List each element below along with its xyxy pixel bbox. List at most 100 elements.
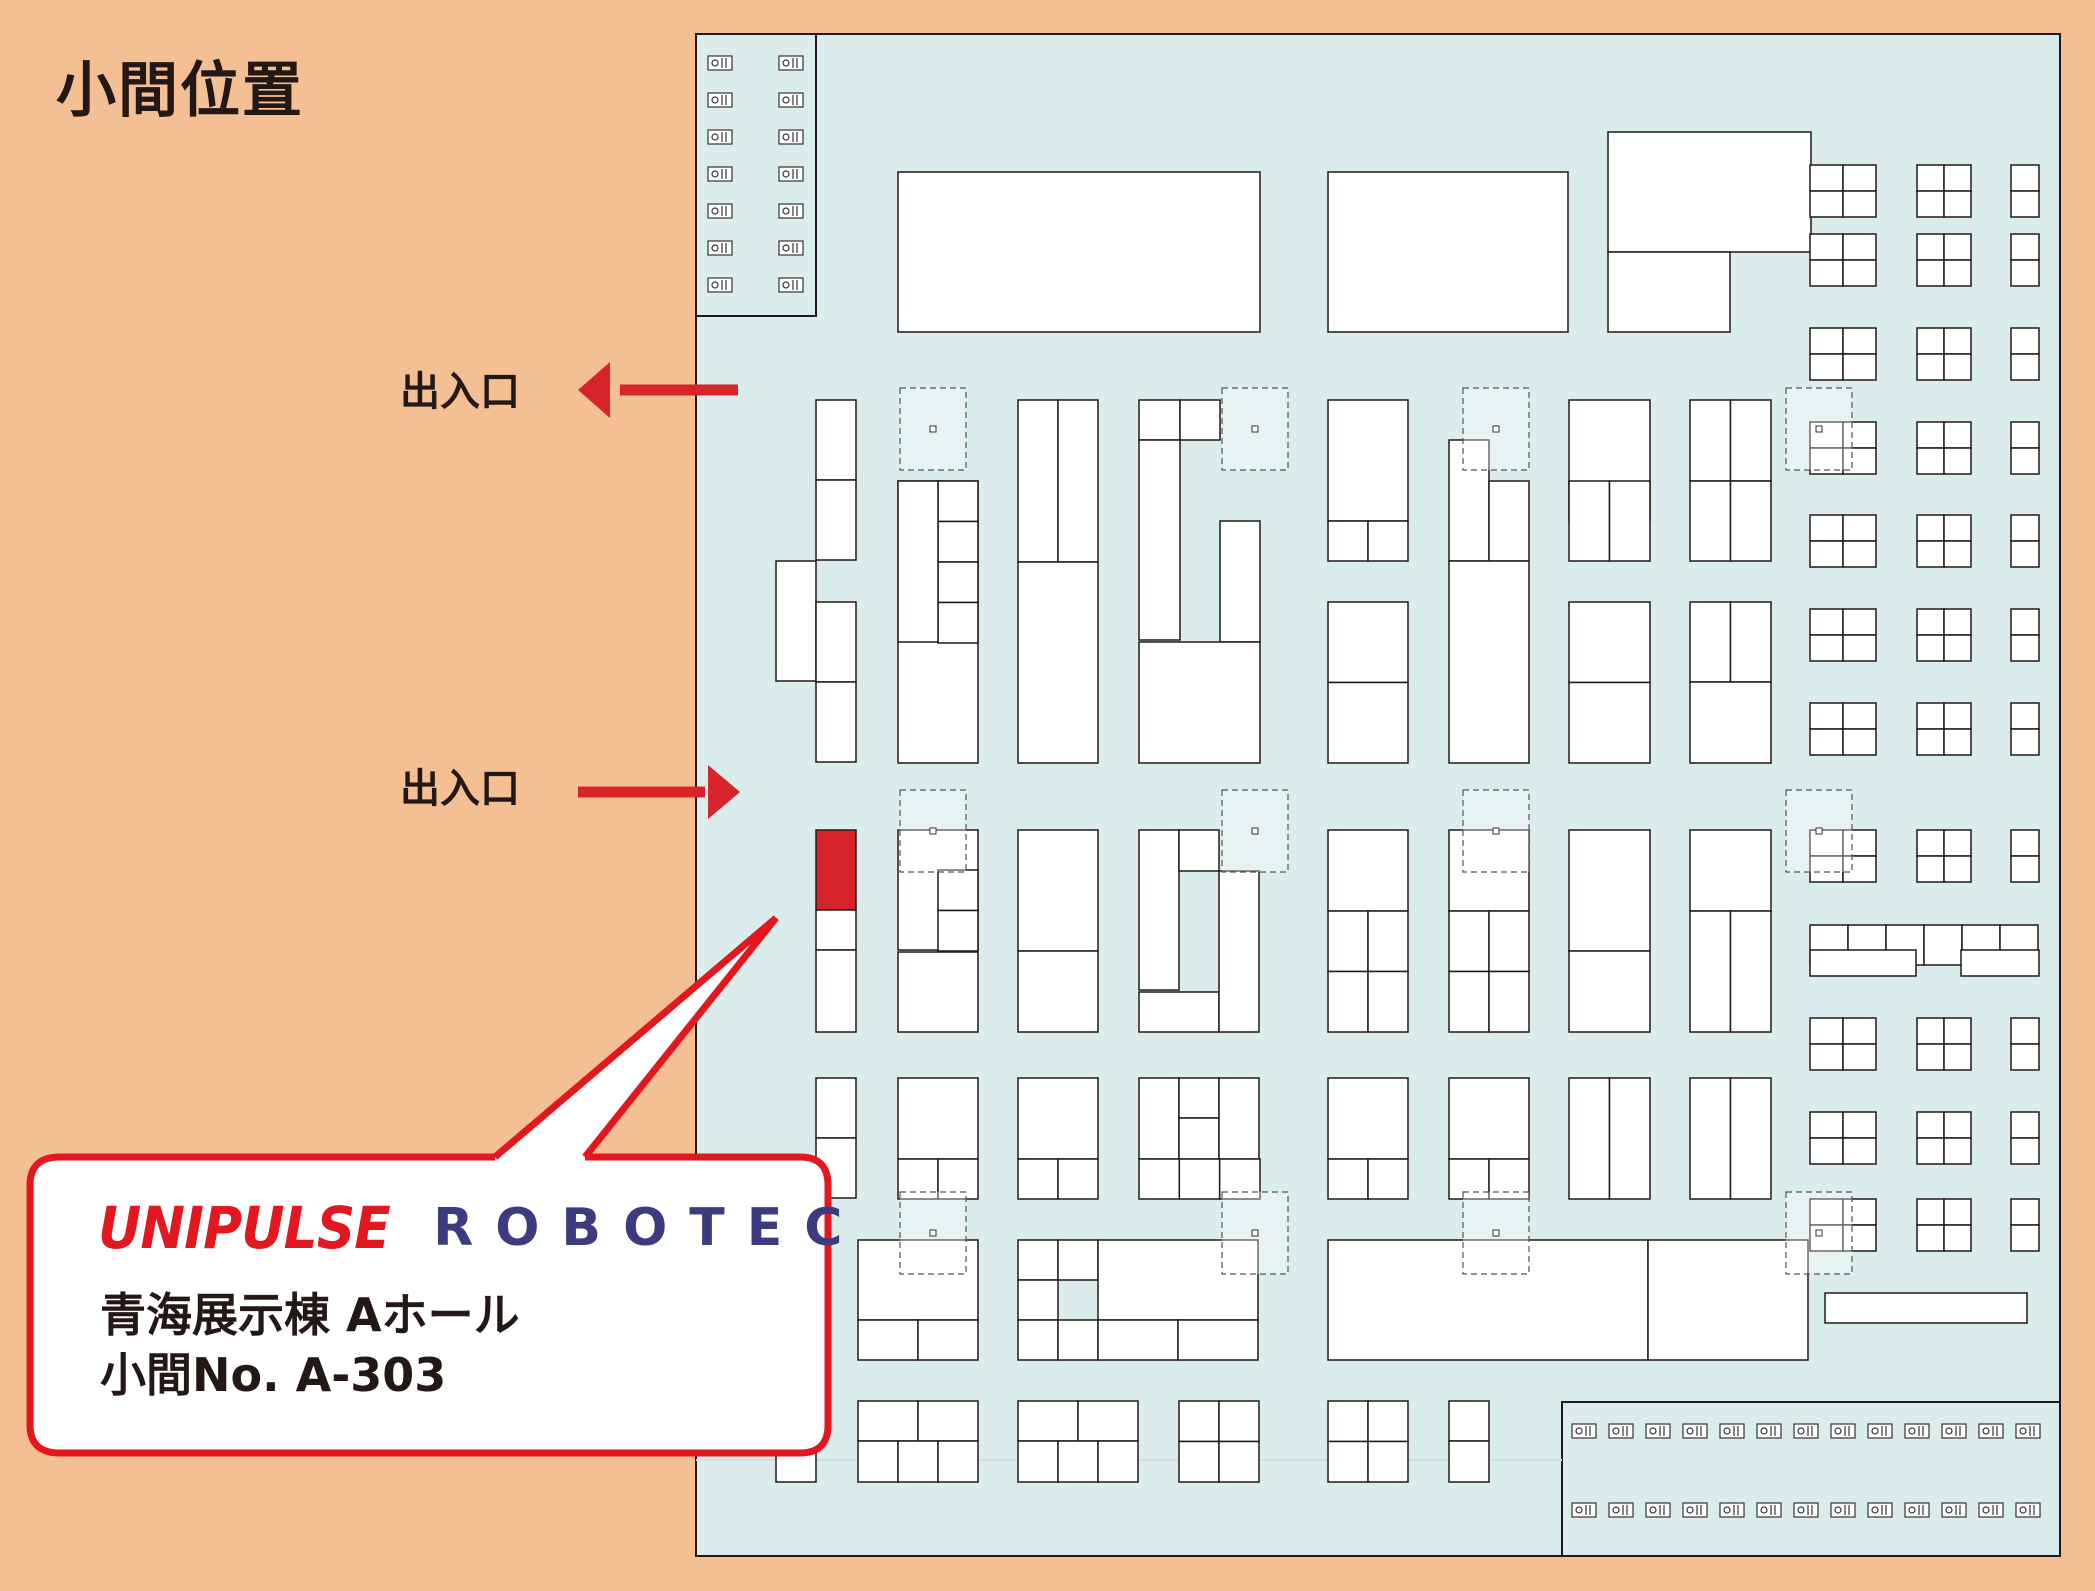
booth — [1809, 1137, 1844, 1165]
booth — [1607, 131, 1812, 253]
booth — [1689, 480, 1732, 562]
restroom-icon — [1645, 1423, 1671, 1439]
booth — [2010, 353, 2040, 381]
booth — [1943, 1111, 1972, 1139]
restroom-icon — [778, 203, 804, 219]
booth — [897, 480, 939, 643]
booth — [1809, 1043, 1844, 1071]
restroom-icon — [778, 92, 804, 108]
booth — [2010, 702, 2040, 730]
booth — [1218, 870, 1260, 1033]
booth — [815, 909, 857, 951]
booth — [1138, 1077, 1180, 1160]
booth — [1017, 1077, 1099, 1160]
booth — [1097, 1239, 1259, 1321]
booth-number: 小間No. A-303 — [100, 1348, 447, 1402]
booth — [1448, 560, 1530, 764]
booth — [1017, 1319, 1059, 1361]
booth — [1809, 634, 1844, 662]
booth — [1689, 399, 1732, 482]
booth — [1809, 728, 1844, 756]
booth — [1607, 251, 1731, 333]
booth — [1568, 950, 1651, 1033]
booth — [1842, 327, 1877, 355]
booth — [1488, 480, 1530, 562]
booth — [1842, 728, 1877, 756]
restroom-icon — [1608, 1502, 1634, 1518]
booth — [1809, 327, 1844, 355]
booth — [1916, 259, 1945, 287]
booth — [1842, 1043, 1877, 1071]
pillar-core — [1492, 425, 1500, 433]
restroom-icon — [1904, 1502, 1930, 1518]
booth — [1327, 1158, 1369, 1200]
restroom-icon — [707, 92, 733, 108]
booth — [1842, 1137, 1877, 1165]
booth — [1017, 1239, 1059, 1281]
booth — [815, 1077, 857, 1139]
restroom-icon — [707, 55, 733, 71]
booth — [937, 480, 979, 523]
booth — [1327, 910, 1369, 973]
restroom-icon — [1793, 1423, 1819, 1439]
restroom-icon — [707, 240, 733, 256]
booth — [1448, 970, 1490, 1033]
booth — [897, 1077, 979, 1160]
hall-name: 青海展示棟 Aホール — [100, 1288, 520, 1342]
booth — [1842, 514, 1877, 542]
booth — [1367, 520, 1409, 562]
booth — [1448, 910, 1490, 973]
booth — [815, 399, 857, 481]
booth — [1943, 447, 1972, 475]
arrow-left-head-icon — [578, 362, 610, 418]
booth — [1178, 1400, 1220, 1443]
booth — [1824, 1292, 2028, 1324]
booth — [1842, 1111, 1877, 1139]
entrance-top[interactable]: 出入口 — [400, 362, 738, 418]
booth — [1809, 514, 1844, 542]
restroom-icon — [1978, 1423, 2004, 1439]
callout-bubble — [26, 915, 832, 1457]
arrow-right-head-icon — [708, 765, 740, 819]
booth — [2010, 190, 2040, 218]
restroom-icon — [1978, 1502, 2004, 1518]
booth — [1327, 399, 1409, 522]
booth — [1367, 910, 1409, 973]
pillar-core — [1492, 1229, 1500, 1237]
booth — [1017, 1400, 1079, 1442]
booth — [1608, 480, 1651, 562]
booth — [1488, 970, 1530, 1033]
restroom-icon — [1867, 1423, 1893, 1439]
booth — [1057, 399, 1099, 563]
booth — [1809, 233, 1844, 261]
booth — [2010, 259, 2040, 287]
restroom-icon — [1571, 1502, 1597, 1518]
restroom-icon — [1608, 1423, 1634, 1439]
booth — [1689, 601, 1732, 683]
restroom-icon — [1571, 1423, 1597, 1439]
booth — [1923, 924, 1963, 966]
booth — [2010, 1224, 2040, 1252]
booth — [1367, 1440, 1409, 1483]
booth — [1943, 1137, 1972, 1165]
booth — [1842, 421, 1877, 449]
booth — [1488, 910, 1530, 973]
entrance-bottom[interactable]: 出入口 — [400, 765, 740, 819]
booth — [2010, 855, 2040, 883]
booth — [2010, 1198, 2040, 1226]
booth — [857, 1440, 899, 1483]
restroom-icon — [1682, 1423, 1708, 1439]
restroom-layer — [707, 55, 2041, 1518]
booth — [2010, 421, 2040, 449]
booth — [2010, 1017, 2040, 1045]
booth — [1057, 1440, 1099, 1483]
restroom-icon — [707, 129, 733, 145]
booth — [1327, 1440, 1369, 1483]
booth — [1367, 970, 1409, 1033]
booth — [1568, 1077, 1611, 1200]
booth — [1218, 1077, 1260, 1160]
booth — [1916, 855, 1945, 883]
restroom-icon — [707, 203, 733, 219]
booth — [1097, 1319, 1179, 1361]
